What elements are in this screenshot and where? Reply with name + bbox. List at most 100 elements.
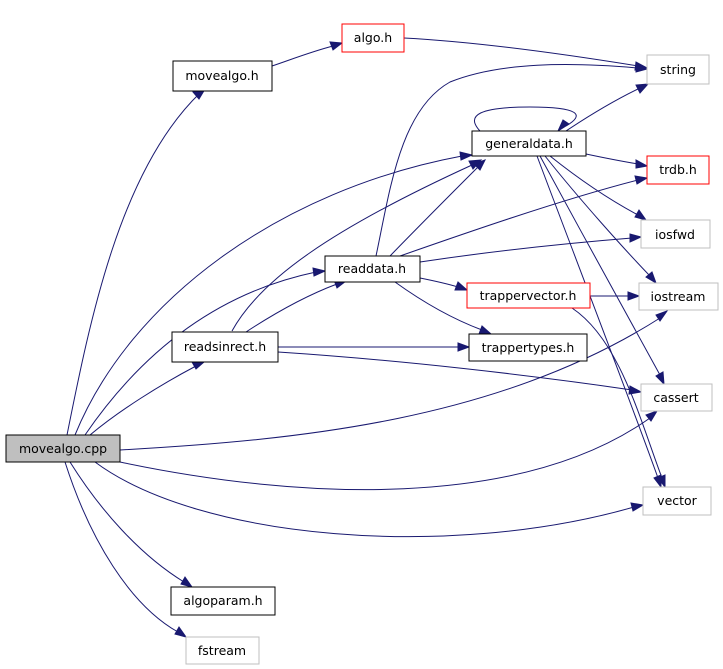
- arrowhead-iostream-1: [645, 271, 657, 285]
- edge-generaldata-h-to-iosfwd: [549, 155, 639, 216]
- node-trappervector-h[interactable]: trappervector.h: [466, 282, 591, 309]
- node-trdb-h[interactable]: trdb.h: [646, 155, 710, 185]
- node-algoparam-h-label: algoparam.h: [183, 593, 262, 608]
- node-movealgo-h-box: [172, 60, 273, 92]
- edge-readsinrect-h-to-readdata-h: [245, 283, 338, 333]
- node-generaldata-h[interactable]: generaldata.h: [471, 130, 587, 157]
- node-trappervector-h-box: [466, 282, 591, 309]
- arrowhead-cassert-3: [645, 410, 659, 422]
- arrowhead-generaldata-3: [468, 159, 483, 170]
- edge-movealgo-cpp-to-readdata-h: [84, 271, 317, 436]
- node-algoparam-h[interactable]: algoparam.h: [170, 586, 276, 616]
- arrowhead-generaldata-1: [459, 151, 474, 161]
- arrowhead-algoparam: [180, 576, 194, 588]
- node-iosfwd-box: [640, 219, 711, 249]
- edge-generaldata-h-to-string: [565, 87, 641, 132]
- node-iostream[interactable]: iostream: [638, 282, 719, 311]
- arrowhead-fstream: [174, 626, 188, 638]
- edge-generaldata-h-self: [474, 106, 577, 132]
- arrowhead-readsinrect: [191, 361, 206, 370]
- node-movealgo-h-label: movealgo.h: [185, 68, 258, 83]
- node-readsinrect-h-label: readsinrect.h: [184, 339, 266, 354]
- arrowhead-string-2: [635, 63, 649, 73]
- edge-movealgo-h-to-algo-h: [271, 45, 334, 67]
- edge-readdata-h-to-iosfwd: [419, 237, 633, 263]
- node-vector-label: vector: [657, 493, 698, 508]
- node-readdata-h[interactable]: readdata.h: [324, 255, 421, 283]
- edge-movealgo-cpp-to-generaldata-h: [74, 155, 463, 436]
- edge-readdata-h-to-trdb-h: [399, 179, 639, 257]
- node-string-box: [646, 54, 710, 85]
- edge-generaldata-h-to-cassert: [539, 155, 661, 376]
- edge-algo-h-to-string: [403, 37, 639, 67]
- node-algo-h[interactable]: algo.h: [341, 23, 405, 53]
- edge-readsinrect-h-to-generaldata-h: [231, 164, 473, 332]
- node-iosfwd[interactable]: iosfwd: [640, 219, 711, 249]
- arrowhead-iosfwd-1: [634, 209, 648, 221]
- node-cassert-box: [640, 383, 713, 412]
- arrowhead-algo-h: [329, 41, 344, 51]
- arrowhead-cassert-1: [655, 371, 665, 386]
- arrowhead-trdb-2: [634, 175, 649, 185]
- edge-generaldata-h-to-iostream: [544, 155, 651, 277]
- node-movealgo-cpp-box: [5, 434, 121, 463]
- node-readdata-h-label: readdata.h: [338, 261, 406, 276]
- node-trappervector-h-label: trappervector.h: [480, 288, 577, 303]
- node-trappertypes-h-box: [468, 333, 588, 362]
- edge-readsinrect-h-to-cassert: [277, 351, 633, 391]
- node-vector-box: [642, 486, 712, 516]
- node-string[interactable]: string: [646, 54, 710, 85]
- node-movealgo-cpp[interactable]: movealgo.cpp: [5, 434, 121, 463]
- arrowhead-trappertypes-1: [478, 325, 493, 335]
- edge-readdata-h-to-generaldata-h: [389, 166, 479, 257]
- edge-movealgo-cpp-to-movealgo-h: [66, 92, 201, 436]
- arrowhead-vector-3: [630, 502, 645, 512]
- node-algo-h-label: algo.h: [354, 30, 392, 45]
- edge-movealgo-cpp-to-readsinrect-h: [89, 365, 197, 436]
- node-readdata-h-box: [324, 255, 421, 283]
- edge-readdata-h-to-trappertypes-h: [394, 281, 483, 331]
- node-movealgo-cpp-label: movealgo.cpp: [19, 441, 107, 456]
- node-fstream[interactable]: fstream: [185, 636, 260, 665]
- node-readsinrect-h-box: [171, 331, 279, 363]
- node-cassert[interactable]: cassert: [640, 383, 713, 412]
- node-generaldata-h-label: generaldata.h: [485, 136, 573, 151]
- node-trdb-h-label: trdb.h: [659, 162, 697, 177]
- arrowhead-trappertypes-2: [457, 342, 471, 352]
- arrowhead-generaldata-self: [556, 119, 570, 133]
- edge-movealgo-cpp-to-algoparam-h: [69, 461, 185, 583]
- node-fstream-label: fstream: [198, 643, 246, 658]
- node-algo-h-box: [341, 23, 405, 53]
- arrowhead-readdata-1: [312, 267, 327, 277]
- node-algoparam-h-box: [170, 586, 276, 616]
- node-movealgo-h[interactable]: movealgo.h: [172, 60, 273, 92]
- arrowhead-trdb-1: [635, 159, 649, 169]
- node-string-label: string: [660, 62, 696, 77]
- node-iostream-box: [638, 282, 719, 311]
- edge-movealgo-cpp-to-iostream: [119, 317, 661, 451]
- edge-generaldata-h-to-trdb-h: [585, 153, 639, 165]
- edge-movealgo-cpp-to-vector: [94, 461, 635, 538]
- arrowhead-string-3: [635, 83, 650, 94]
- edge-trappervector-h-to-vector: [571, 307, 663, 479]
- arrowhead-trappervector: [454, 281, 469, 291]
- node-trappertypes-h-label: trappertypes.h: [482, 340, 575, 355]
- edge-movealgo-cpp-to-cassert: [119, 417, 651, 491]
- arrowhead-iostream-3: [655, 309, 669, 322]
- node-fstream-box: [185, 636, 260, 665]
- node-generaldata-h-box: [471, 130, 587, 157]
- node-trappertypes-h[interactable]: trappertypes.h: [468, 333, 588, 362]
- node-cassert-label: cassert: [653, 390, 698, 405]
- node-iosfwd-label: iosfwd: [655, 227, 695, 242]
- node-iostream-label: iostream: [651, 289, 706, 304]
- edge-generaldata-h-to-vector: [536, 155, 659, 479]
- edge-readdata-h-to-string: [375, 64, 639, 257]
- node-trdb-h-box: [646, 155, 710, 185]
- edge-movealgo-cpp-to-fstream: [64, 461, 179, 633]
- arrowhead-vector-2: [657, 474, 666, 489]
- arrowhead-iosfwd-2: [629, 233, 643, 243]
- node-vector[interactable]: vector: [642, 486, 712, 516]
- node-readsinrect-h[interactable]: readsinrect.h: [171, 331, 279, 363]
- nodes: movealgo.cpp movealgo.h algo.h string ge…: [5, 23, 719, 665]
